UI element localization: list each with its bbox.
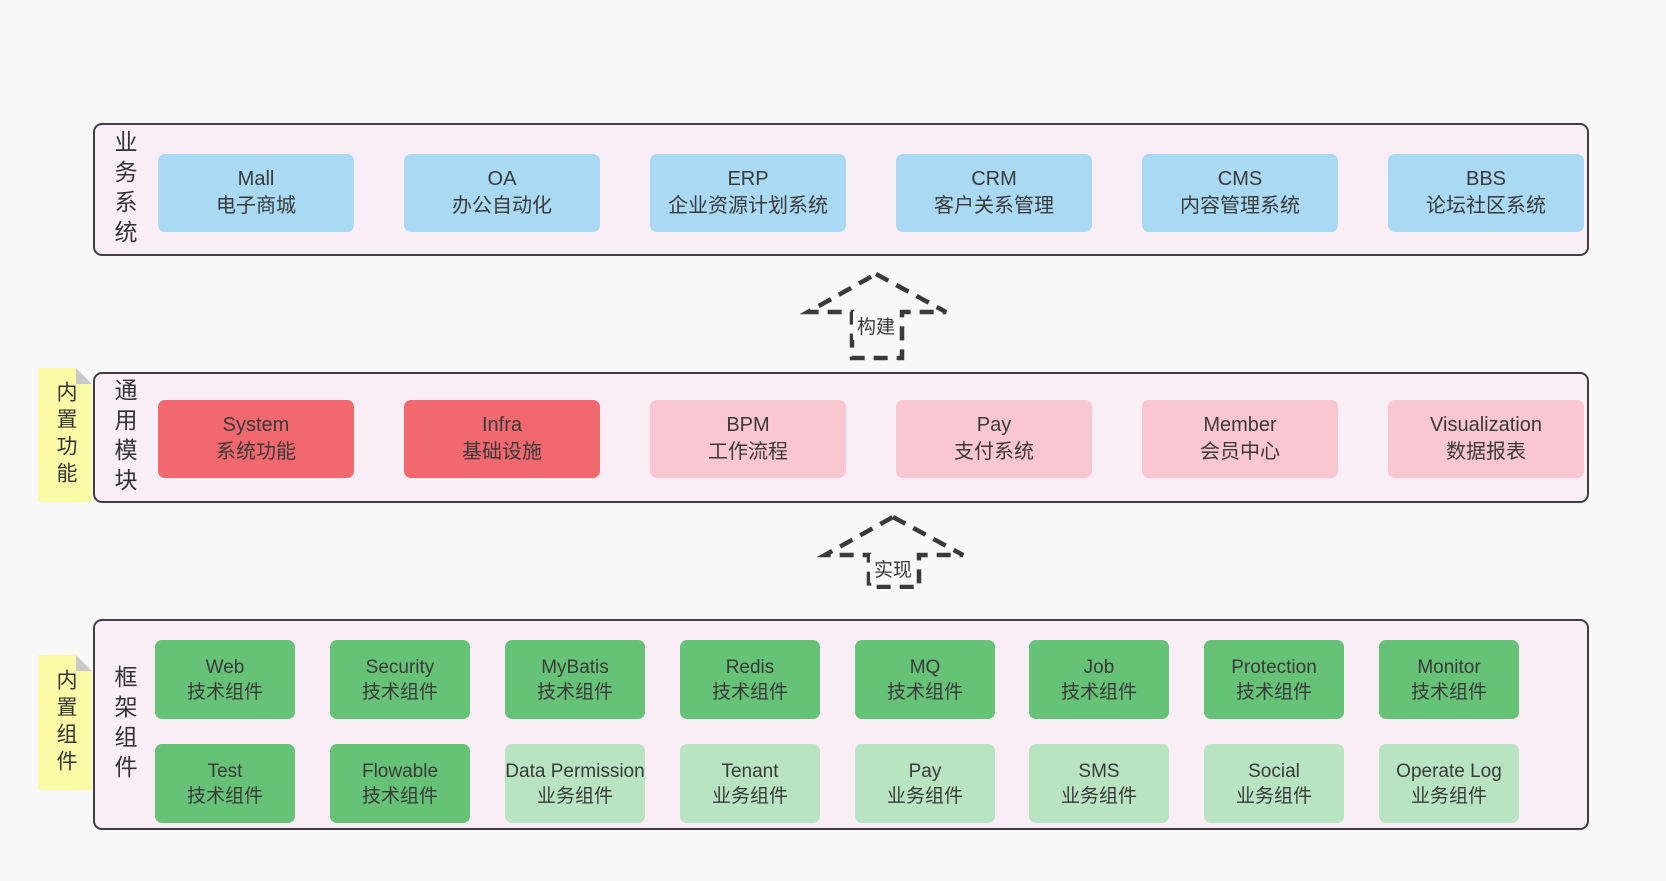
arrow-label-build: 构建 <box>853 311 900 340</box>
box-subtitle: 业务组件 <box>711 785 788 807</box>
box-bpm: BPM 工作流程 <box>650 400 846 478</box>
box-title: Data Permission <box>505 760 645 782</box>
box-subtitle: 业务组件 <box>1235 785 1312 807</box>
box-title: BBS <box>1465 168 1507 190</box>
box-sms: SMS 业务组件 <box>1029 744 1169 823</box>
box-title: Infra <box>481 414 523 436</box>
layer-framework-components: 框架组件 Web 技术组件 Security 技术组件 MyBatis 技术组件… <box>93 619 1589 830</box>
box-flowable: Flowable 技术组件 <box>330 744 470 823</box>
box-title: Mall <box>237 168 275 190</box>
box-subtitle: 基础设施 <box>462 441 542 463</box>
box-subtitle: 企业资源计划系统 <box>668 195 828 217</box>
box-title: MQ <box>909 656 941 678</box>
box-title: Web <box>205 656 245 678</box>
box-subtitle: 内容管理系统 <box>1180 195 1300 217</box>
folded-corner-icon <box>76 655 92 671</box>
box-subtitle: 技术组件 <box>1060 681 1137 703</box>
box-title: Pay <box>908 760 942 782</box>
sticky-note-built-in-components: 内置组件 <box>38 655 92 790</box>
box-title: Monitor <box>1417 656 1481 678</box>
box-title: Tenant <box>721 760 779 782</box>
box-subtitle: 业务组件 <box>1410 785 1487 807</box>
box-data-permission: Data Permission 业务组件 <box>505 744 645 823</box>
box-monitor: Monitor 技术组件 <box>1379 640 1519 719</box>
box-title: Security <box>365 656 435 678</box>
box-subtitle: 业务组件 <box>536 785 613 807</box>
box-subtitle: 技术组件 <box>711 681 788 703</box>
box-subtitle: 技术组件 <box>886 681 963 703</box>
box-subtitle: 技术组件 <box>186 681 263 703</box>
box-subtitle: 技术组件 <box>361 785 438 807</box>
box-subtitle: 支付系统 <box>954 441 1034 463</box>
box-title: BPM <box>726 414 770 436</box>
box-title: ERP <box>727 168 769 190</box>
box-oa: OA 办公自动化 <box>404 154 600 232</box>
box-test: Test 技术组件 <box>155 744 295 823</box>
box-subtitle: 会员中心 <box>1200 441 1280 463</box>
layer-business-systems: 业务系统 Mall 电子商城 OA 办公自动化 ERP 企业资源计划系统 CRM… <box>93 123 1589 256</box>
box-subtitle: 系统功能 <box>216 441 296 463</box>
box-title: Social <box>1248 760 1300 782</box>
box-subtitle: 论坛社区系统 <box>1426 195 1546 217</box>
box-title: System <box>222 414 290 436</box>
box-subtitle: 电子商城 <box>216 195 296 217</box>
box-title: CMS <box>1217 168 1263 190</box>
box-subtitle: 技术组件 <box>361 681 438 703</box>
box-title: Test <box>207 760 243 782</box>
box-subtitle: 技术组件 <box>1235 681 1312 703</box>
box-title: Member <box>1203 414 1277 436</box>
box-title: Visualization <box>1430 414 1542 436</box>
box-title: Operate Log <box>1396 760 1502 782</box>
box-subtitle: 业务组件 <box>1060 785 1137 807</box>
box-subtitle: 技术组件 <box>1410 681 1487 703</box>
box-subtitle: 工作流程 <box>708 441 788 463</box>
box-subtitle: 技术组件 <box>186 785 263 807</box>
box-member: Member 会员中心 <box>1142 400 1338 478</box>
box-cms: CMS 内容管理系统 <box>1142 154 1338 232</box>
box-title: CRM <box>971 168 1017 190</box>
box-crm: CRM 客户关系管理 <box>896 154 1092 232</box>
box-title: Flowable <box>361 760 439 782</box>
sticky-note-built-in-features: 内置功能 <box>38 368 92 502</box>
box-subtitle: 客户关系管理 <box>934 195 1054 217</box>
sticky-note-text: 内置组件 <box>54 668 77 777</box>
layer-common-modules-label: 通用模块 <box>111 377 137 498</box>
box-bbs: BBS 论坛社区系统 <box>1388 154 1584 232</box>
box-title: Redis <box>725 656 775 678</box>
box-mybatis: MyBatis 技术组件 <box>505 640 645 719</box>
box-subtitle: 办公自动化 <box>452 195 552 217</box>
box-subtitle: 数据报表 <box>1446 441 1526 463</box>
box-operate-log: Operate Log 业务组件 <box>1379 744 1519 823</box>
layer-common-modules: 通用模块 System 系统功能 Infra 基础设施 BPM 工作流程 Pay… <box>93 372 1589 503</box>
box-title: Job <box>1083 656 1115 678</box>
box-security: Security 技术组件 <box>330 640 470 719</box>
box-protection: Protection 技术组件 <box>1204 640 1344 719</box>
sticky-note-text: 内置功能 <box>54 381 77 489</box>
box-visualization: Visualization 数据报表 <box>1388 400 1584 478</box>
box-infra: Infra 基础设施 <box>404 400 600 478</box>
box-web: Web 技术组件 <box>155 640 295 719</box>
box-title: Protection <box>1231 656 1317 678</box>
box-title: OA <box>487 168 517 190</box>
layer-framework-components-label: 框架组件 <box>111 664 137 785</box>
layer-business-systems-label: 业务系统 <box>111 129 137 250</box>
box-subtitle: 技术组件 <box>536 681 613 703</box>
box-social: Social 业务组件 <box>1204 744 1344 823</box>
box-tenant: Tenant 业务组件 <box>680 744 820 823</box>
folded-corner-icon <box>76 368 92 384</box>
box-job: Job 技术组件 <box>1029 640 1169 719</box>
box-title: Pay <box>976 414 1012 436</box>
dashed-up-arrow-icon <box>800 271 948 361</box>
box-system: System 系统功能 <box>158 400 354 478</box>
box-pay-component: Pay 业务组件 <box>855 744 995 823</box>
box-mq: MQ 技术组件 <box>855 640 995 719</box>
box-pay-system: Pay 支付系统 <box>896 400 1092 478</box>
box-redis: Redis 技术组件 <box>680 640 820 719</box>
box-mall: Mall 电子商城 <box>158 154 354 232</box>
box-erp: ERP 企业资源计划系统 <box>650 154 846 232</box>
box-title: SMS <box>1078 760 1120 782</box>
box-title: MyBatis <box>541 656 609 678</box>
arrow-label-implement: 实现 <box>870 554 917 583</box>
box-subtitle: 业务组件 <box>886 785 963 807</box>
